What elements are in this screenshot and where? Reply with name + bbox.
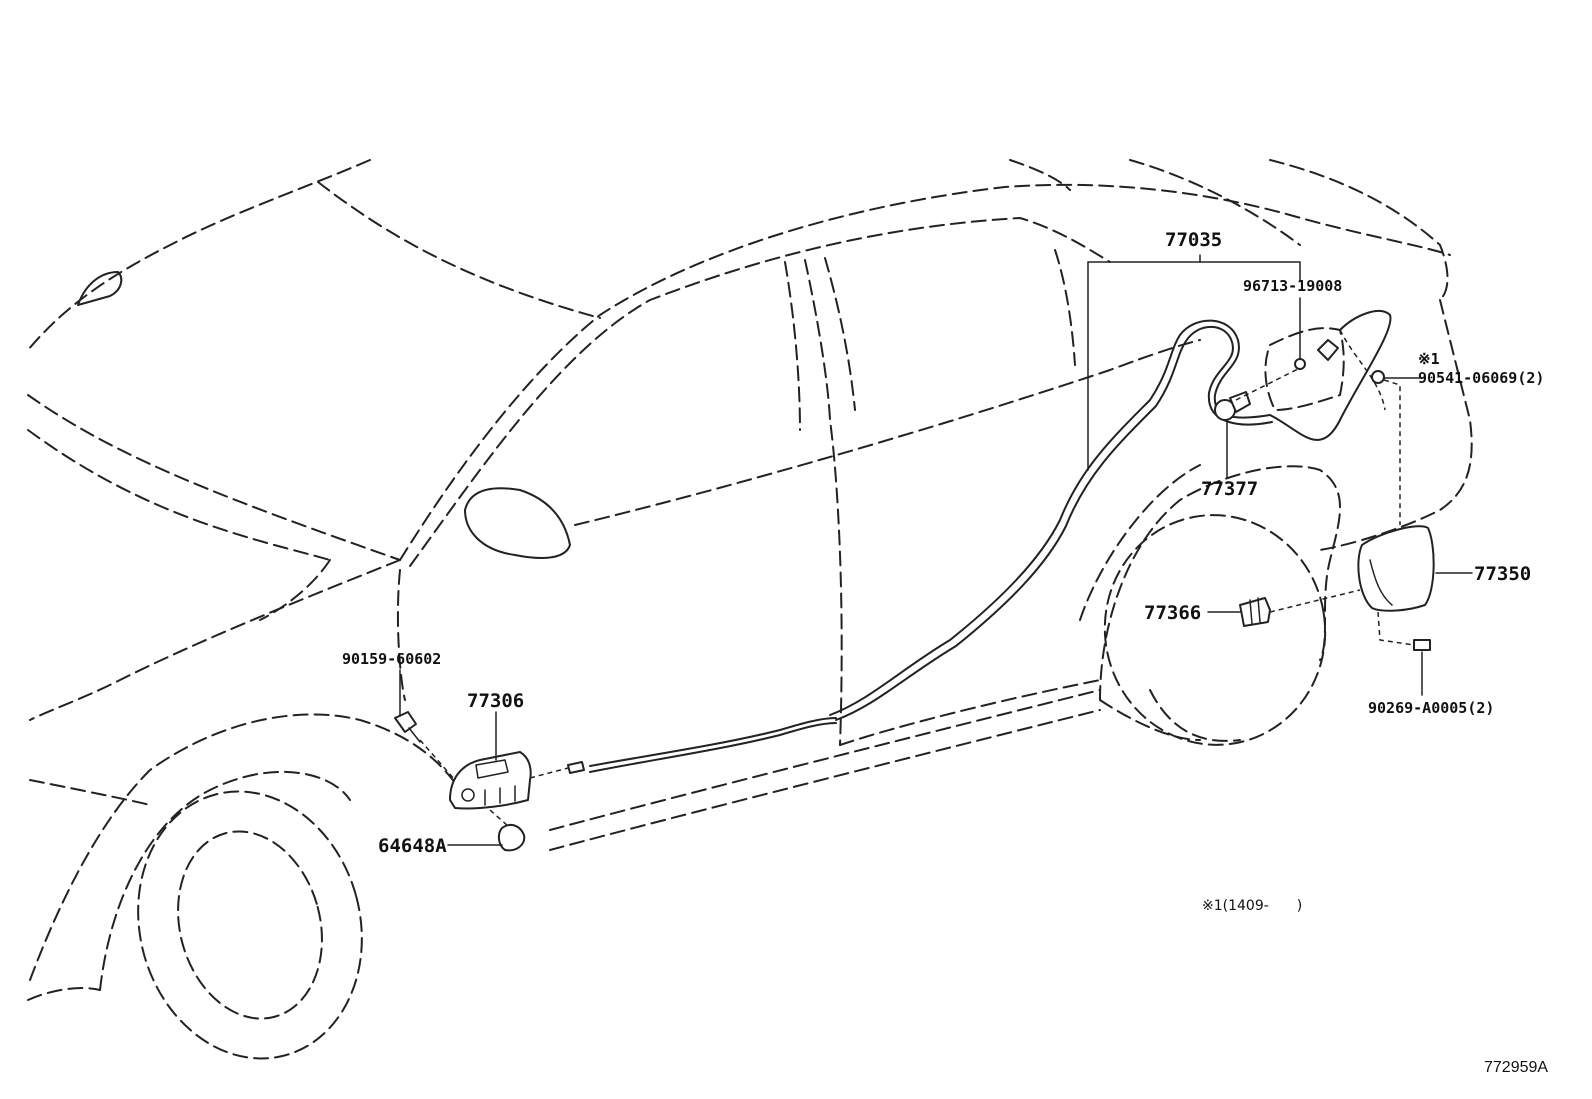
callout-77377: 77377 xyxy=(1201,478,1259,500)
figure-reference: 772959A xyxy=(1484,1059,1549,1076)
callout-77306: 77306 xyxy=(467,690,525,712)
callout-77366: 77366 xyxy=(1144,602,1202,624)
callout-90541-06069: 90541-06069(2) xyxy=(1418,369,1545,387)
callout-96713-19008: 96713-19008 xyxy=(1243,277,1343,295)
callout-77035: 77035 xyxy=(1165,229,1223,251)
callout-64648A: 64648A xyxy=(378,835,447,857)
callout-mark-1: ※1 xyxy=(1418,350,1440,368)
callout-90159-60602: 90159-60602 xyxy=(342,650,442,668)
production-date-note: ※1(1409- ) xyxy=(1202,898,1303,914)
callout-90269-A0005: 90269-A0005(2) xyxy=(1368,699,1495,717)
callout-77350: 77350 xyxy=(1474,563,1532,585)
